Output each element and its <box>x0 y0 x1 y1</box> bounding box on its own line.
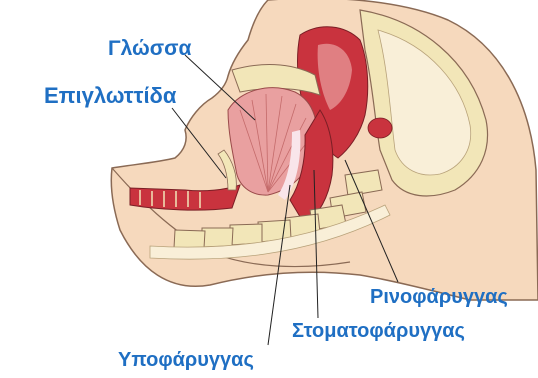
label-epiglottis: Επιγλωττίδα <box>44 85 176 107</box>
label-tongue: Γλώσσα <box>108 38 191 59</box>
label-hypopharynx: Υποφάρυγγας <box>118 350 254 370</box>
sphenoid-sinus <box>368 118 392 138</box>
label-nasopharynx: Ρινοφάρυγγας <box>370 287 508 307</box>
label-oropharynx: Στοματοφάρυγγας <box>292 321 465 341</box>
